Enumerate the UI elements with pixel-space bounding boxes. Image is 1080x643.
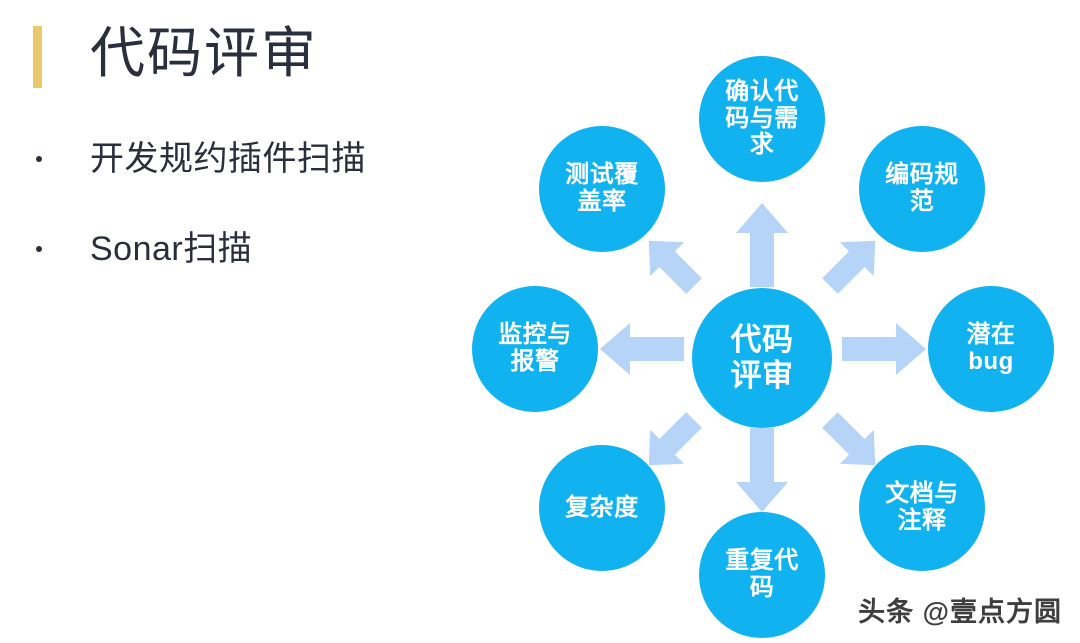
arrow-left-icon bbox=[600, 323, 684, 375]
node-complexity[interactable]: 复杂度 bbox=[539, 445, 665, 571]
node-duplicate-code[interactable]: 重复代 码 bbox=[699, 512, 825, 638]
radial-diagram: 确认代 码与需 求 编码规 范 潜在 bug 文档与 注释 重复代 码 复杂度 … bbox=[460, 40, 1080, 643]
list-item: Sonar扫描 bbox=[33, 218, 433, 280]
watermark: 头条 @壹点方圆 bbox=[858, 597, 1062, 627]
node-label: 文档与 注释 bbox=[885, 480, 959, 534]
bullet-text: 开发规约插件扫描 bbox=[90, 140, 366, 178]
arrow-right-icon bbox=[842, 323, 926, 375]
node-label: 确认代 码与需 求 bbox=[725, 77, 799, 159]
node-confirm-code-requirements[interactable]: 确认代 码与需 求 bbox=[699, 56, 825, 182]
title-row: 代码评审 bbox=[33, 22, 318, 88]
node-center-code-review[interactable]: 代码 评审 bbox=[692, 288, 832, 428]
bullet-text: Sonar扫描 bbox=[90, 230, 253, 268]
title-accent-bar bbox=[33, 26, 42, 88]
list-item: 开发规约插件扫描 bbox=[33, 128, 433, 190]
node-label: 编码规 范 bbox=[885, 161, 959, 215]
bullet-list: 开发规约插件扫描 Sonar扫描 bbox=[33, 128, 433, 308]
page-title: 代码评审 bbox=[90, 22, 319, 84]
node-label: 监控与 报警 bbox=[498, 321, 572, 375]
bullet-dot-icon bbox=[36, 156, 42, 162]
node-label: 测试覆 盖率 bbox=[565, 161, 639, 215]
node-docs-and-comments[interactable]: 文档与 注释 bbox=[859, 445, 985, 571]
arrow-up-right-icon bbox=[818, 226, 890, 298]
slide-left-panel: 代码评审 开发规约插件扫描 Sonar扫描 bbox=[0, 0, 460, 643]
node-coding-standards[interactable]: 编码规 范 bbox=[859, 126, 985, 252]
arrow-down-icon bbox=[736, 428, 788, 512]
node-potential-bug[interactable]: 潜在 bug bbox=[928, 286, 1054, 412]
node-label: 潜在 bug bbox=[966, 321, 1016, 375]
node-monitoring-and-alerting[interactable]: 监控与 报警 bbox=[472, 286, 598, 412]
arrow-up-left-icon bbox=[634, 226, 706, 298]
node-label: 复杂度 bbox=[565, 493, 639, 521]
node-test-coverage[interactable]: 测试覆 盖率 bbox=[539, 126, 665, 252]
bullet-dot-icon bbox=[36, 246, 42, 252]
node-center-label: 代码 评审 bbox=[730, 322, 794, 393]
node-label: 重复代 码 bbox=[725, 547, 799, 601]
arrow-up-icon bbox=[736, 203, 788, 287]
